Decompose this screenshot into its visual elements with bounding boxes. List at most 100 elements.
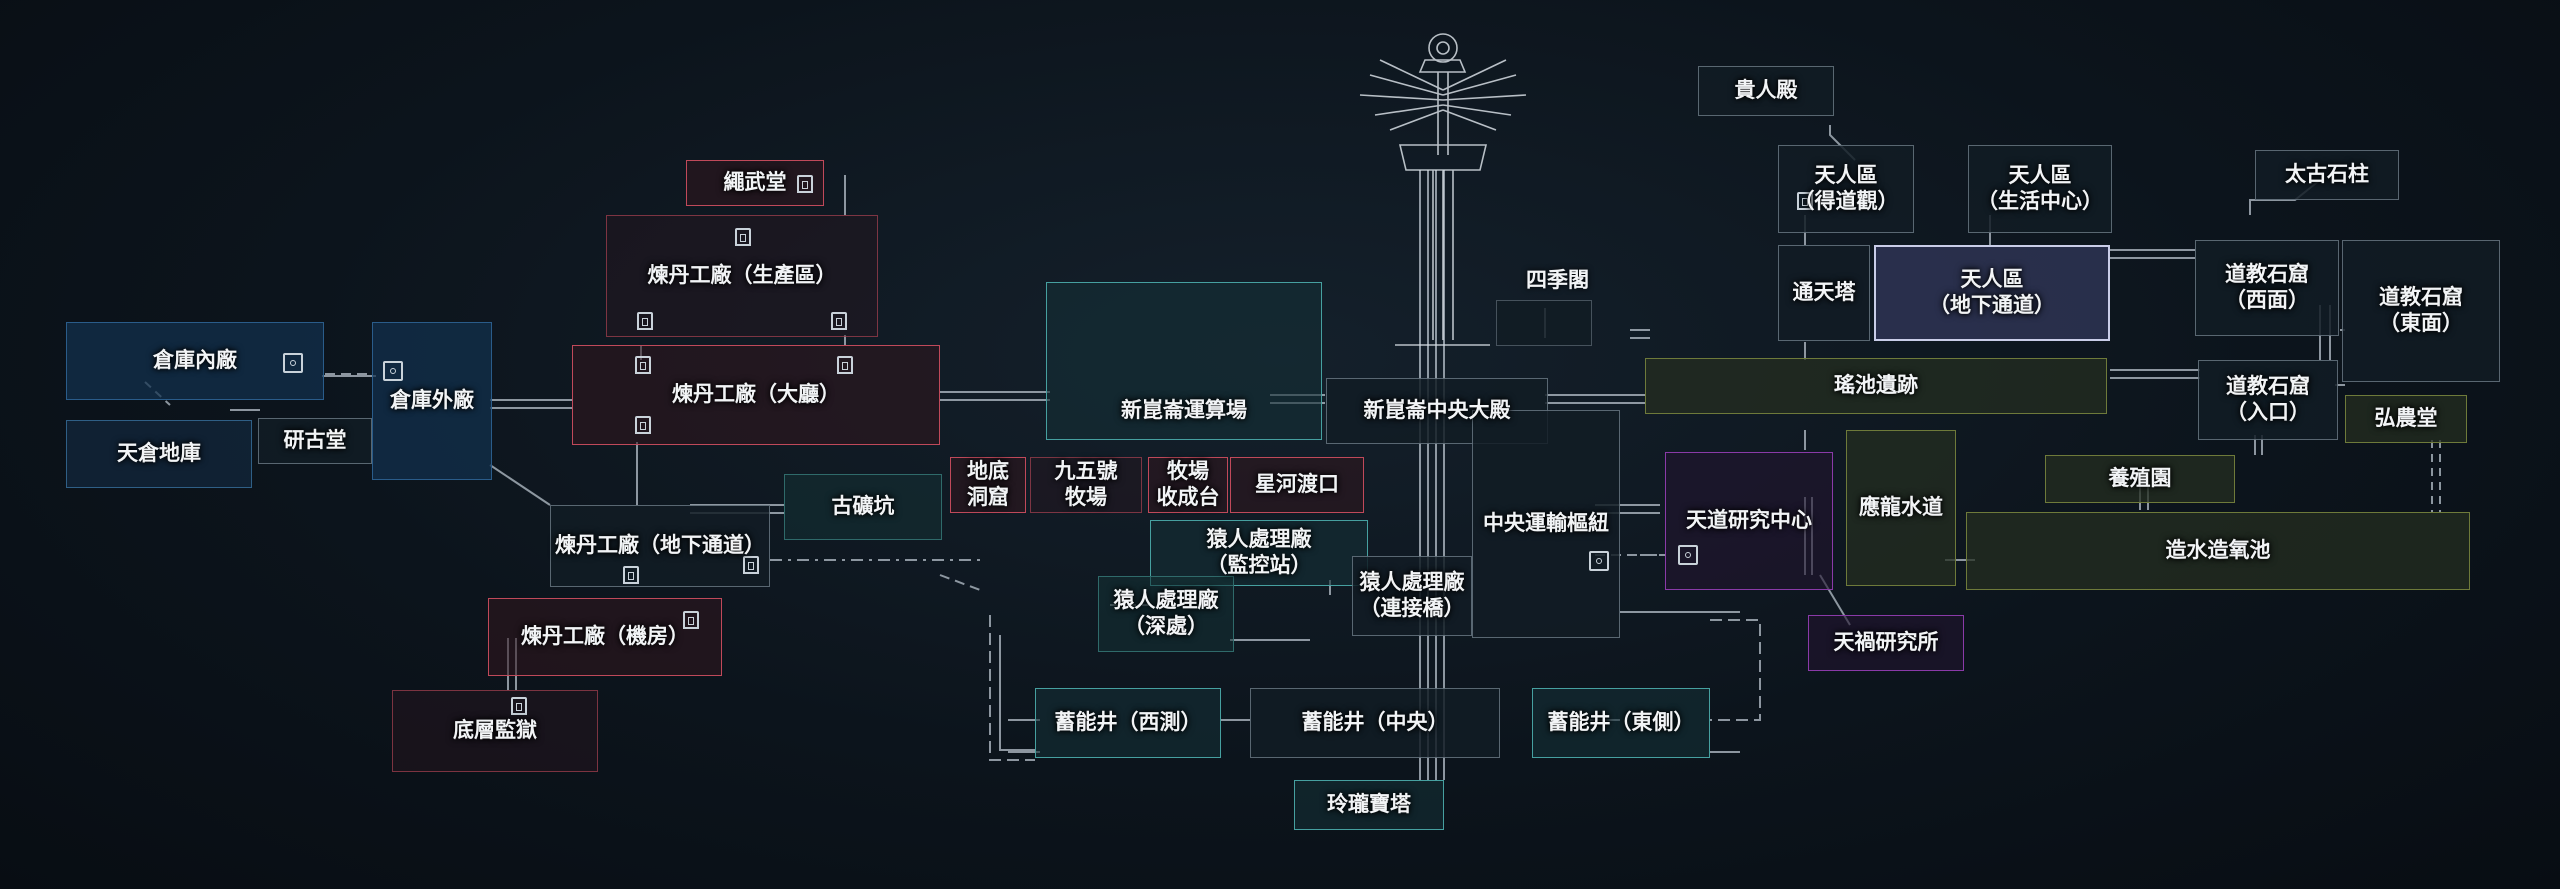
elevator-icon xyxy=(797,175,813,193)
room-energy-west[interactable]: 蓄能井（西測） xyxy=(1035,688,1221,758)
room-label: 天人區 （得道觀） xyxy=(1793,164,1899,213)
elevator-icon xyxy=(735,228,751,246)
room-star-river-ferry[interactable]: 星河渡口 xyxy=(1230,457,1364,513)
room-label: 道教石窟 （西面） xyxy=(2225,263,2309,312)
room-label: 通天塔 xyxy=(1792,281,1856,304)
room-label: 造水造氧池 xyxy=(2165,539,2271,562)
tree-emblem-icon xyxy=(1359,33,1527,346)
elevator-icon xyxy=(1797,192,1813,210)
room-label: 倉庫內廠 xyxy=(153,349,237,372)
elevator-icon xyxy=(623,566,639,584)
room-label: 天人區 （地下通道） xyxy=(1929,268,2055,317)
room-tongtian-tower[interactable]: 通天塔 xyxy=(1778,245,1870,341)
room-label: 天人區 （生活中心） xyxy=(1977,164,2103,213)
elevator-icon xyxy=(511,697,527,715)
room-tiandao-research[interactable]: 天道研究中心 xyxy=(1665,452,1833,590)
elevator-icon xyxy=(635,416,651,434)
room-linglong-tower[interactable]: 玲瓏寶塔 xyxy=(1294,780,1444,830)
elevator-icon xyxy=(837,356,853,374)
room-label: 牧場 收成台 xyxy=(1156,460,1220,509)
room-taoist-entrance[interactable]: 道教石窟 （入口） xyxy=(2198,360,2338,440)
room-bottom-prison[interactable]: 底層監獄 xyxy=(392,690,598,772)
room-label: 煉丹工廠（地下通道） xyxy=(555,534,765,557)
room-label: 煉丹工廠（生產區） xyxy=(647,264,837,287)
room-label: 倉庫外廠 xyxy=(390,389,474,412)
room-label: 天倉地庫 xyxy=(117,442,201,465)
room-tianren-life[interactable]: 天人區 （生活中心） xyxy=(1968,145,2112,233)
elevator-icon xyxy=(831,312,847,330)
room-label: 星河渡口 xyxy=(1255,473,1339,496)
elevator-icon xyxy=(637,312,653,330)
room-new-kunlun-compute[interactable]: 新崑崙運算場 xyxy=(1046,282,1322,440)
elevator-icon xyxy=(683,611,699,629)
room-breeding-garden[interactable]: 養殖園 xyxy=(2045,455,2235,503)
room-noble-hall[interactable]: 貴人殿 xyxy=(1698,66,1834,116)
room-underground-cave[interactable]: 地底 洞窟 xyxy=(950,457,1026,513)
room-label: 養殖園 xyxy=(2108,467,2172,490)
room-label: 道教石窟 （東面） xyxy=(2379,286,2463,335)
room-taigu-pillar[interactable]: 太古石柱 xyxy=(2255,150,2399,200)
room-energy-east[interactable]: 蓄能井（東側） xyxy=(1532,688,1710,758)
room-label: 新崑崙中央大殿 xyxy=(1363,399,1511,422)
room-label: 瑤池遺跡 xyxy=(1834,374,1918,397)
room-tianhuo-research[interactable]: 天禍研究所 xyxy=(1808,615,1964,671)
room-ape-bridge[interactable]: 猿人處理廠 （連接橋） xyxy=(1352,556,1472,636)
room-label: 中央運輸樞紐 xyxy=(1483,512,1609,535)
room-label: 應龍水道 xyxy=(1859,496,1943,519)
room-ranch-95[interactable]: 九五號 牧場 xyxy=(1030,457,1142,513)
room-label: 猿人處理廠 （監控站） xyxy=(1206,528,1312,577)
save-point-icon xyxy=(1589,551,1609,571)
room-label: 研古堂 xyxy=(283,429,347,452)
room-label: 玲瓏寶塔 xyxy=(1327,793,1411,816)
room-warehouse-outer[interactable]: 倉庫外廠 xyxy=(372,322,492,480)
save-point-icon xyxy=(1678,545,1698,565)
four-seasons-label: 四季閣 xyxy=(1526,269,1589,292)
room-label: 蓄能井（東側） xyxy=(1547,711,1695,734)
room-label: 蓄能井（中央） xyxy=(1301,711,1449,734)
room-label: 新崑崙運算場 xyxy=(1121,399,1247,422)
room-label: 天禍研究所 xyxy=(1833,631,1939,654)
room-ancient-mine[interactable]: 古礦坑 xyxy=(784,474,942,540)
room-label: 天道研究中心 xyxy=(1686,509,1812,532)
room-taoist-east[interactable]: 道教石窟 （東面） xyxy=(2342,240,2500,382)
save-point-icon xyxy=(283,353,303,373)
room-label: 猿人處理廠 （深處） xyxy=(1113,589,1219,638)
room-water-oxygen-pool[interactable]: 造水造氧池 xyxy=(1966,512,2470,590)
room-liandan-production[interactable]: 煉丹工廠（生產區） xyxy=(606,215,878,337)
room-label: 古礦坑 xyxy=(831,495,895,518)
room-jingwutang[interactable]: 繩武堂 xyxy=(686,160,824,206)
room-tianren-daoguan[interactable]: 天人區 （得道觀） xyxy=(1778,145,1914,233)
room-label: 繩武堂 xyxy=(723,171,787,194)
room-label: 蓄能井（西測） xyxy=(1054,711,1202,734)
room-energy-center[interactable]: 蓄能井（中央） xyxy=(1250,688,1500,758)
room-label: 九五號 牧場 xyxy=(1054,460,1118,509)
elevator-icon xyxy=(635,356,651,374)
room-yaochi-ruins[interactable]: 瑤池遺跡 xyxy=(1645,358,2107,414)
room-ranch-harvest[interactable]: 牧場 收成台 xyxy=(1148,457,1228,513)
room-warehouse-inner[interactable]: 倉庫內廠 xyxy=(66,322,324,400)
room-liandan-hall[interactable]: 煉丹工廠（大廳） xyxy=(572,345,940,445)
room-yangu-hall[interactable]: 研古堂 xyxy=(258,418,372,464)
room-tiancang-cellar[interactable]: 天倉地庫 xyxy=(66,420,252,488)
room-central-transport[interactable]: 中央運輸樞紐 xyxy=(1472,410,1620,638)
room-liandan-underground[interactable]: 煉丹工廠（地下通道） xyxy=(550,505,770,587)
room-label: 煉丹工廠（大廳） xyxy=(672,383,840,406)
elevator-icon xyxy=(743,556,759,574)
room-four-seasons[interactable]: 四季閣 xyxy=(1496,300,1592,346)
room-label: 貴人殿 xyxy=(1734,79,1798,102)
room-taoist-west[interactable]: 道教石窟 （西面） xyxy=(2195,240,2339,336)
room-label: 底層監獄 xyxy=(453,719,537,742)
room-label: 猿人處理廠 （連接橋） xyxy=(1359,571,1465,620)
room-liandan-engine[interactable]: 煉丹工廠（機房） xyxy=(488,598,722,676)
room-hongnong-hall[interactable]: 弘農堂 xyxy=(2345,395,2467,443)
room-tianren-underground[interactable]: 天人區 （地下通道） xyxy=(1874,245,2110,341)
room-label: 煉丹工廠（機房） xyxy=(521,625,689,648)
room-yinglong-waterway[interactable]: 應龍水道 xyxy=(1846,430,1956,586)
room-ape-monitor[interactable]: 猿人處理廠 （監控站） xyxy=(1150,520,1368,586)
room-label: 太古石柱 xyxy=(2285,163,2369,186)
room-label: 道教石窟 （入口） xyxy=(2226,375,2310,424)
room-ape-deep[interactable]: 猿人處理廠 （深處） xyxy=(1098,576,1234,652)
room-label: 弘農堂 xyxy=(2374,407,2438,430)
